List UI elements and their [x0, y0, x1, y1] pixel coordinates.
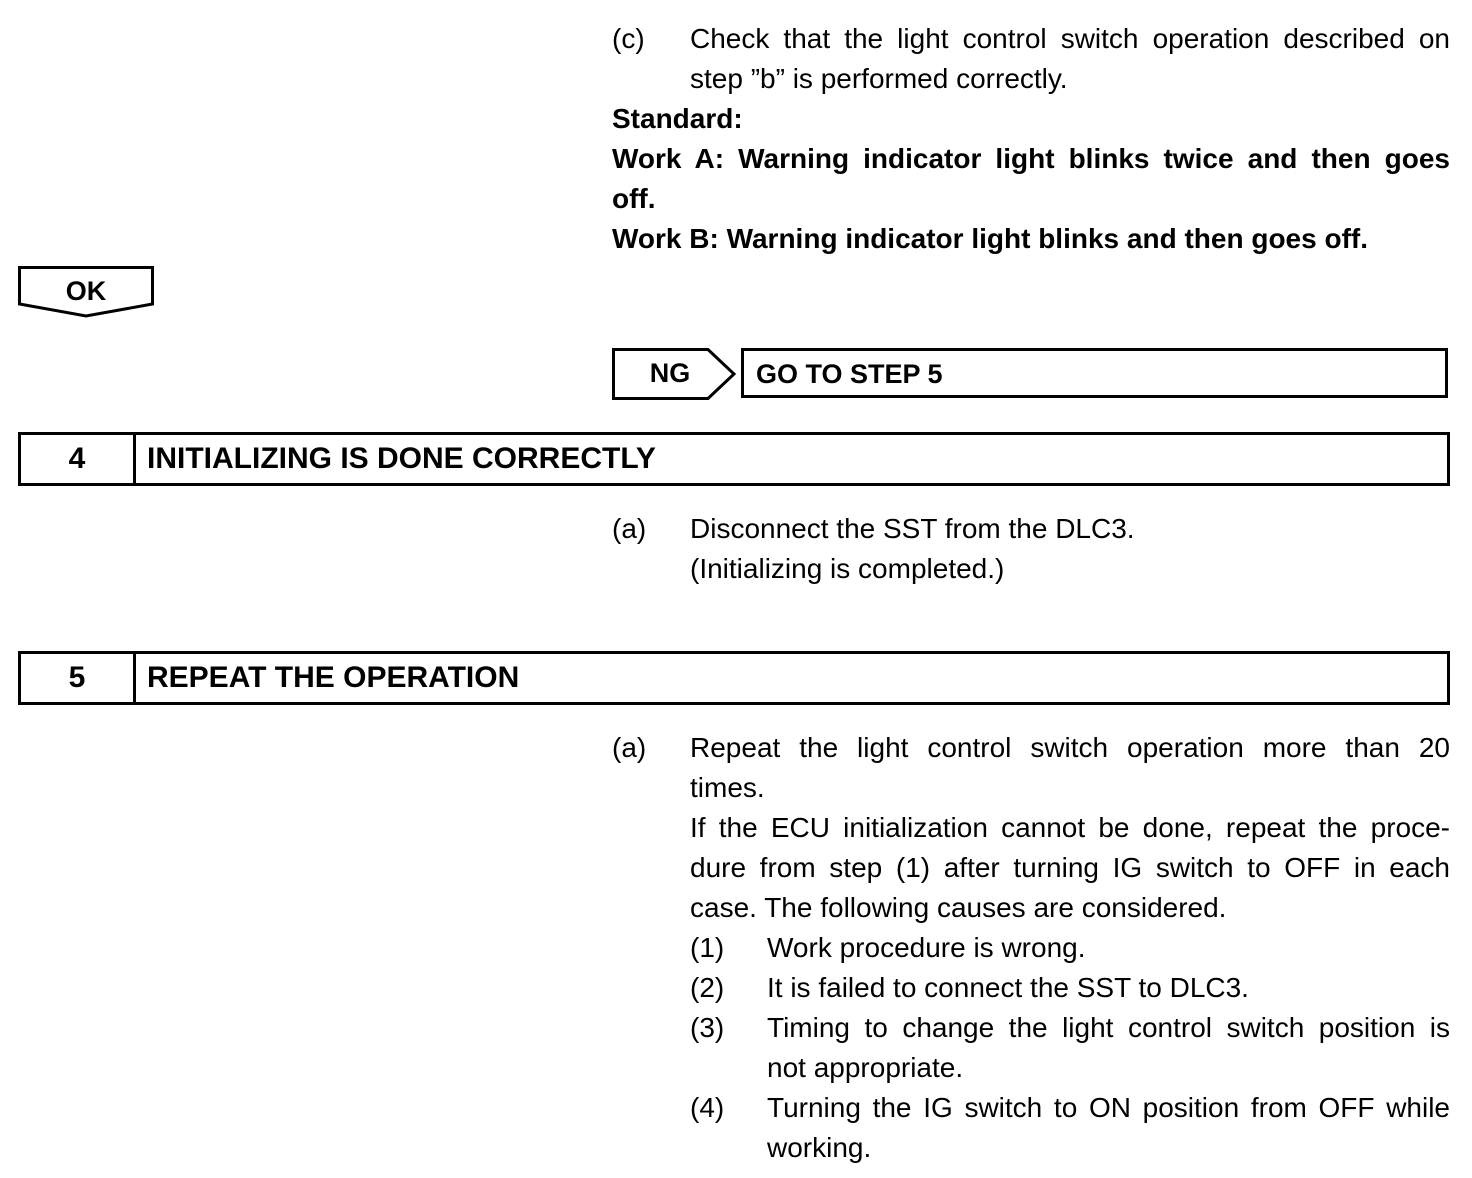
- ng-label: NG: [649, 358, 691, 388]
- step-5-title: REPEAT THE OPERATION: [147, 661, 520, 694]
- standard-work-a-line2: off.: [612, 183, 656, 214]
- standard-work-a-line1: Work A: Warning indicator light blinks t…: [612, 143, 1450, 174]
- step-5-header: 5 REPEAT THE OPERATION: [18, 651, 1450, 705]
- cause-2-marker: (2): [690, 972, 725, 1003]
- cause-4-marker: (4): [690, 1092, 725, 1123]
- cause-1-marker: (1): [690, 932, 725, 963]
- standard-work-b: Work B: Warning indicator light blinks a…: [612, 223, 1368, 254]
- step-5-note-line2: dure from step (1) after turning IG swit…: [690, 852, 1450, 883]
- step-4-a-line2: (Initializing is completed.): [690, 553, 1005, 584]
- ng-result-box: NG: [612, 348, 738, 409]
- cause-3-text-line2: not appropriate.: [767, 1052, 964, 1083]
- step-4-number: 4: [21, 435, 136, 483]
- step-4-a-marker: (a): [612, 513, 647, 544]
- cause-3-text-line1: Timing to change the light control switc…: [767, 1012, 1450, 1043]
- ng-goto-box: GO TO STEP 5: [741, 348, 1448, 398]
- step-5-a-line1: Repeat the light control switch operatio…: [690, 732, 1450, 763]
- step-4-header: 4 INITIALIZING IS DONE CORRECTLY: [18, 432, 1450, 486]
- cause-4-text-line1: Turning the IG switch to ON position fro…: [767, 1092, 1450, 1123]
- cause-2-text: It is failed to connect the SST to DLC3.: [767, 972, 1249, 1003]
- step-c-text-line1: Check that the light control switch oper…: [690, 23, 1450, 54]
- step-c-text-line2: step ”b” is performed correctly.: [690, 63, 1068, 94]
- step-5-number: 5: [21, 654, 136, 702]
- cause-1-text: Work procedure is wrong.: [767, 932, 1086, 963]
- step-5-note-line3: case. The following causes are considere…: [690, 892, 1227, 923]
- step-5-a-marker: (a): [612, 732, 647, 763]
- ng-arrow-shape: [612, 348, 737, 400]
- ok-label: OK: [65, 276, 107, 306]
- cause-4-text-line2: working.: [767, 1132, 872, 1163]
- standard-label: Standard:: [612, 103, 743, 134]
- step-5-a-line2: times.: [690, 772, 765, 803]
- ng-goto-text: GO TO STEP 5: [756, 359, 943, 389]
- ok-box-shape: [18, 266, 154, 318]
- ok-result-box: OK: [18, 266, 158, 329]
- step-5-note-line1: If the ECU initialization cannot be done…: [690, 812, 1450, 843]
- step-4-title: INITIALIZING IS DONE CORRECTLY: [147, 442, 656, 475]
- cause-3-marker: (3): [690, 1012, 725, 1043]
- step-c-marker: (c): [612, 23, 645, 54]
- step-4-a-line1: Disconnect the SST from the DLC3.: [690, 513, 1135, 544]
